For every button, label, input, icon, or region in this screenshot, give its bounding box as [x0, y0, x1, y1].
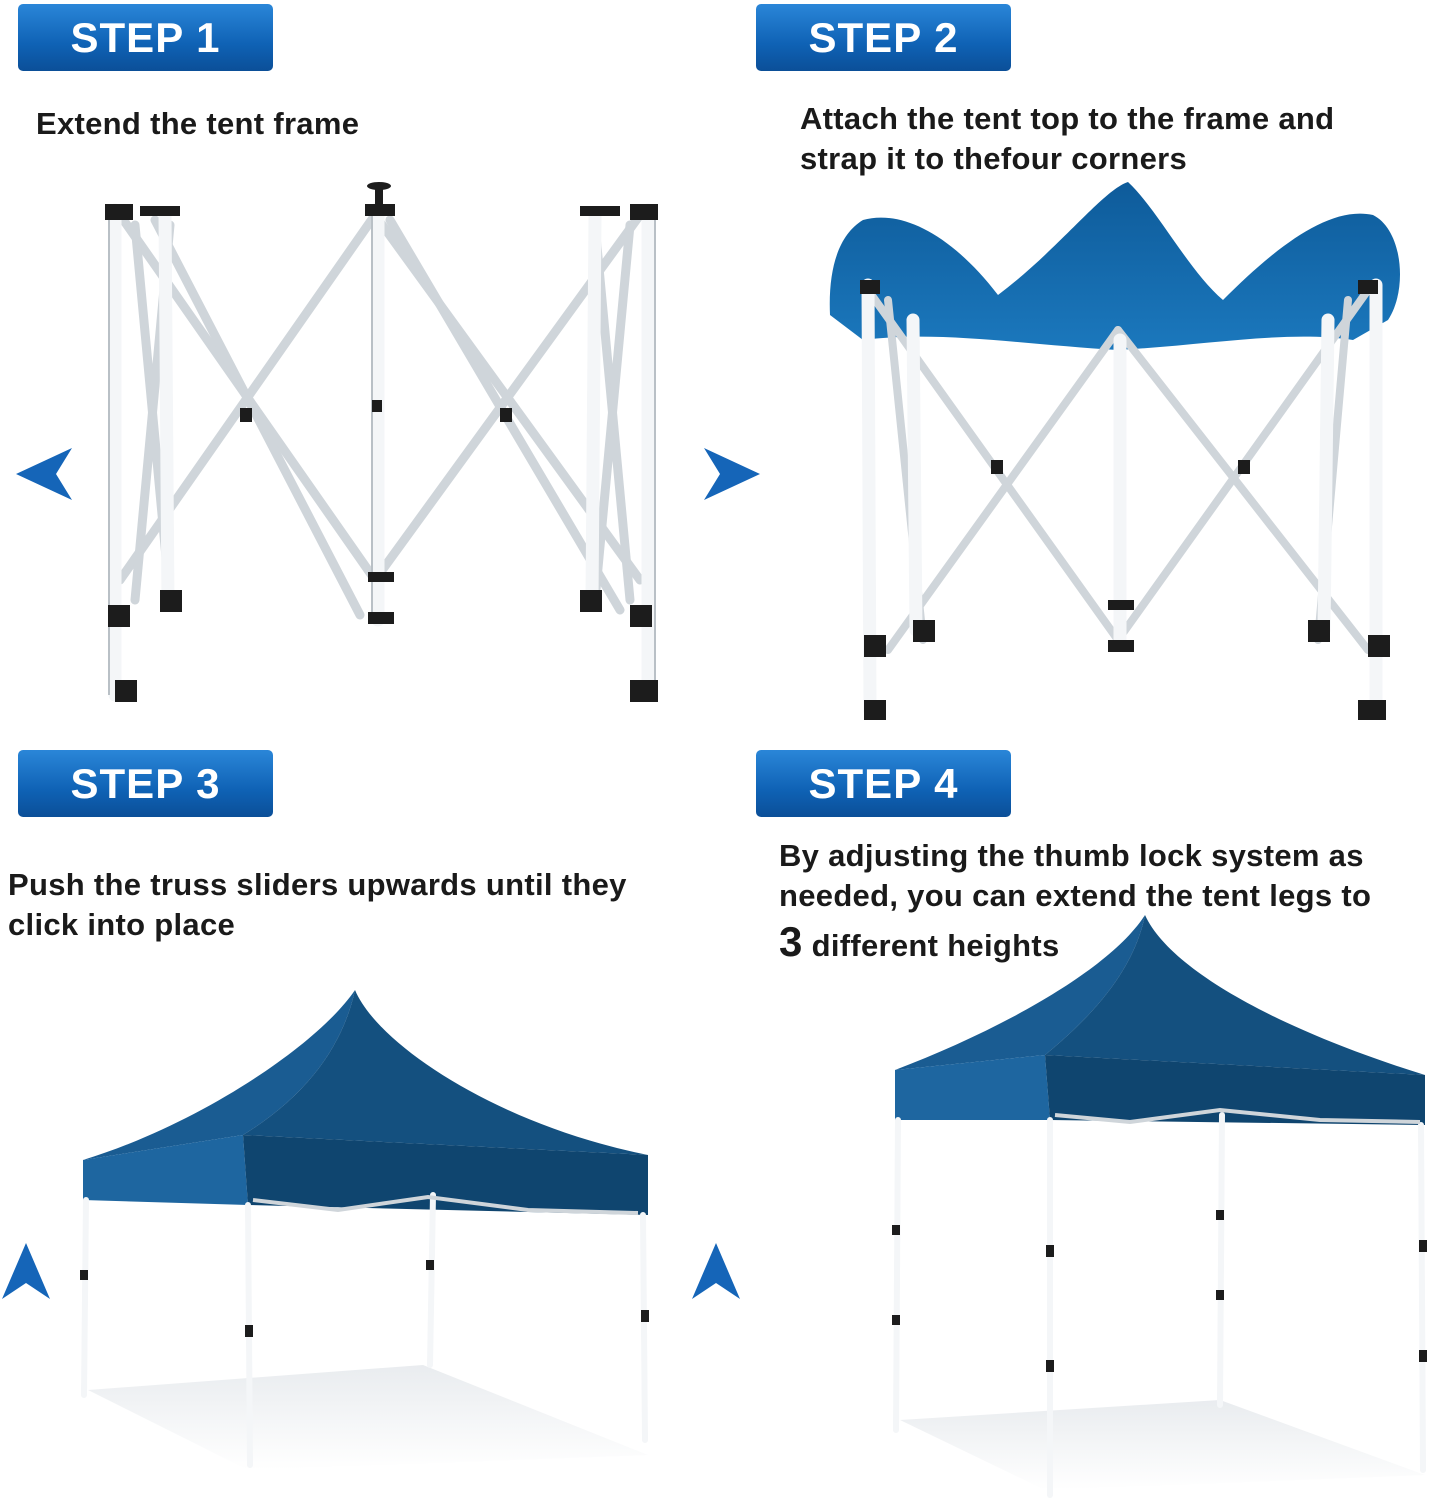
tent-frame-expanded-image	[105, 182, 658, 702]
step-3-caption-line-2: click into place	[8, 907, 236, 942]
tent-canopy-raised-image	[80, 990, 649, 1470]
arrow-left-icon	[16, 448, 72, 500]
step-1-caption: Extend the tent frame	[36, 106, 360, 141]
step-2-label: STEP 2	[808, 13, 959, 61]
step-3-caption-line-1: Push the truss sliders upwards until the…	[8, 867, 627, 902]
arrow-up-icon	[2, 1243, 50, 1299]
step-4-caption-line-1: By adjusting the thumb lock system as	[779, 838, 1364, 873]
height-count: 3	[779, 918, 803, 965]
height-text: different heights	[802, 928, 1060, 963]
step-1-label: STEP 1	[70, 13, 221, 61]
tent-full-height-image	[892, 915, 1427, 1498]
step-4-caption-line-2: needed, you can extend the tent legs to	[779, 878, 1372, 913]
step-4-caption-line-3: 3 different heights	[779, 921, 1371, 966]
step-4-badge: STEP 4	[756, 750, 1011, 817]
step-2-caption-line-2: strap it to thefour corners	[800, 141, 1188, 176]
arrow-up-icon	[692, 1243, 740, 1299]
step-4-caption: By adjusting the thumb lock system as ne…	[779, 836, 1371, 966]
step-2-caption: Attach the tent top to the frame and str…	[800, 99, 1334, 179]
step-1-badge: STEP 1	[18, 4, 273, 71]
step-3-badge: STEP 3	[18, 750, 273, 817]
arrow-right-icon	[704, 448, 760, 500]
step-2-caption-line-1: Attach the tent top to the frame and	[800, 101, 1335, 136]
tent-frame-with-top-image	[829, 182, 1400, 720]
step-4-label: STEP 4	[808, 759, 959, 807]
step-2-badge: STEP 2	[756, 4, 1011, 71]
step-3-caption: Push the truss sliders upwards until the…	[8, 865, 627, 945]
step-3-label: STEP 3	[70, 759, 221, 807]
